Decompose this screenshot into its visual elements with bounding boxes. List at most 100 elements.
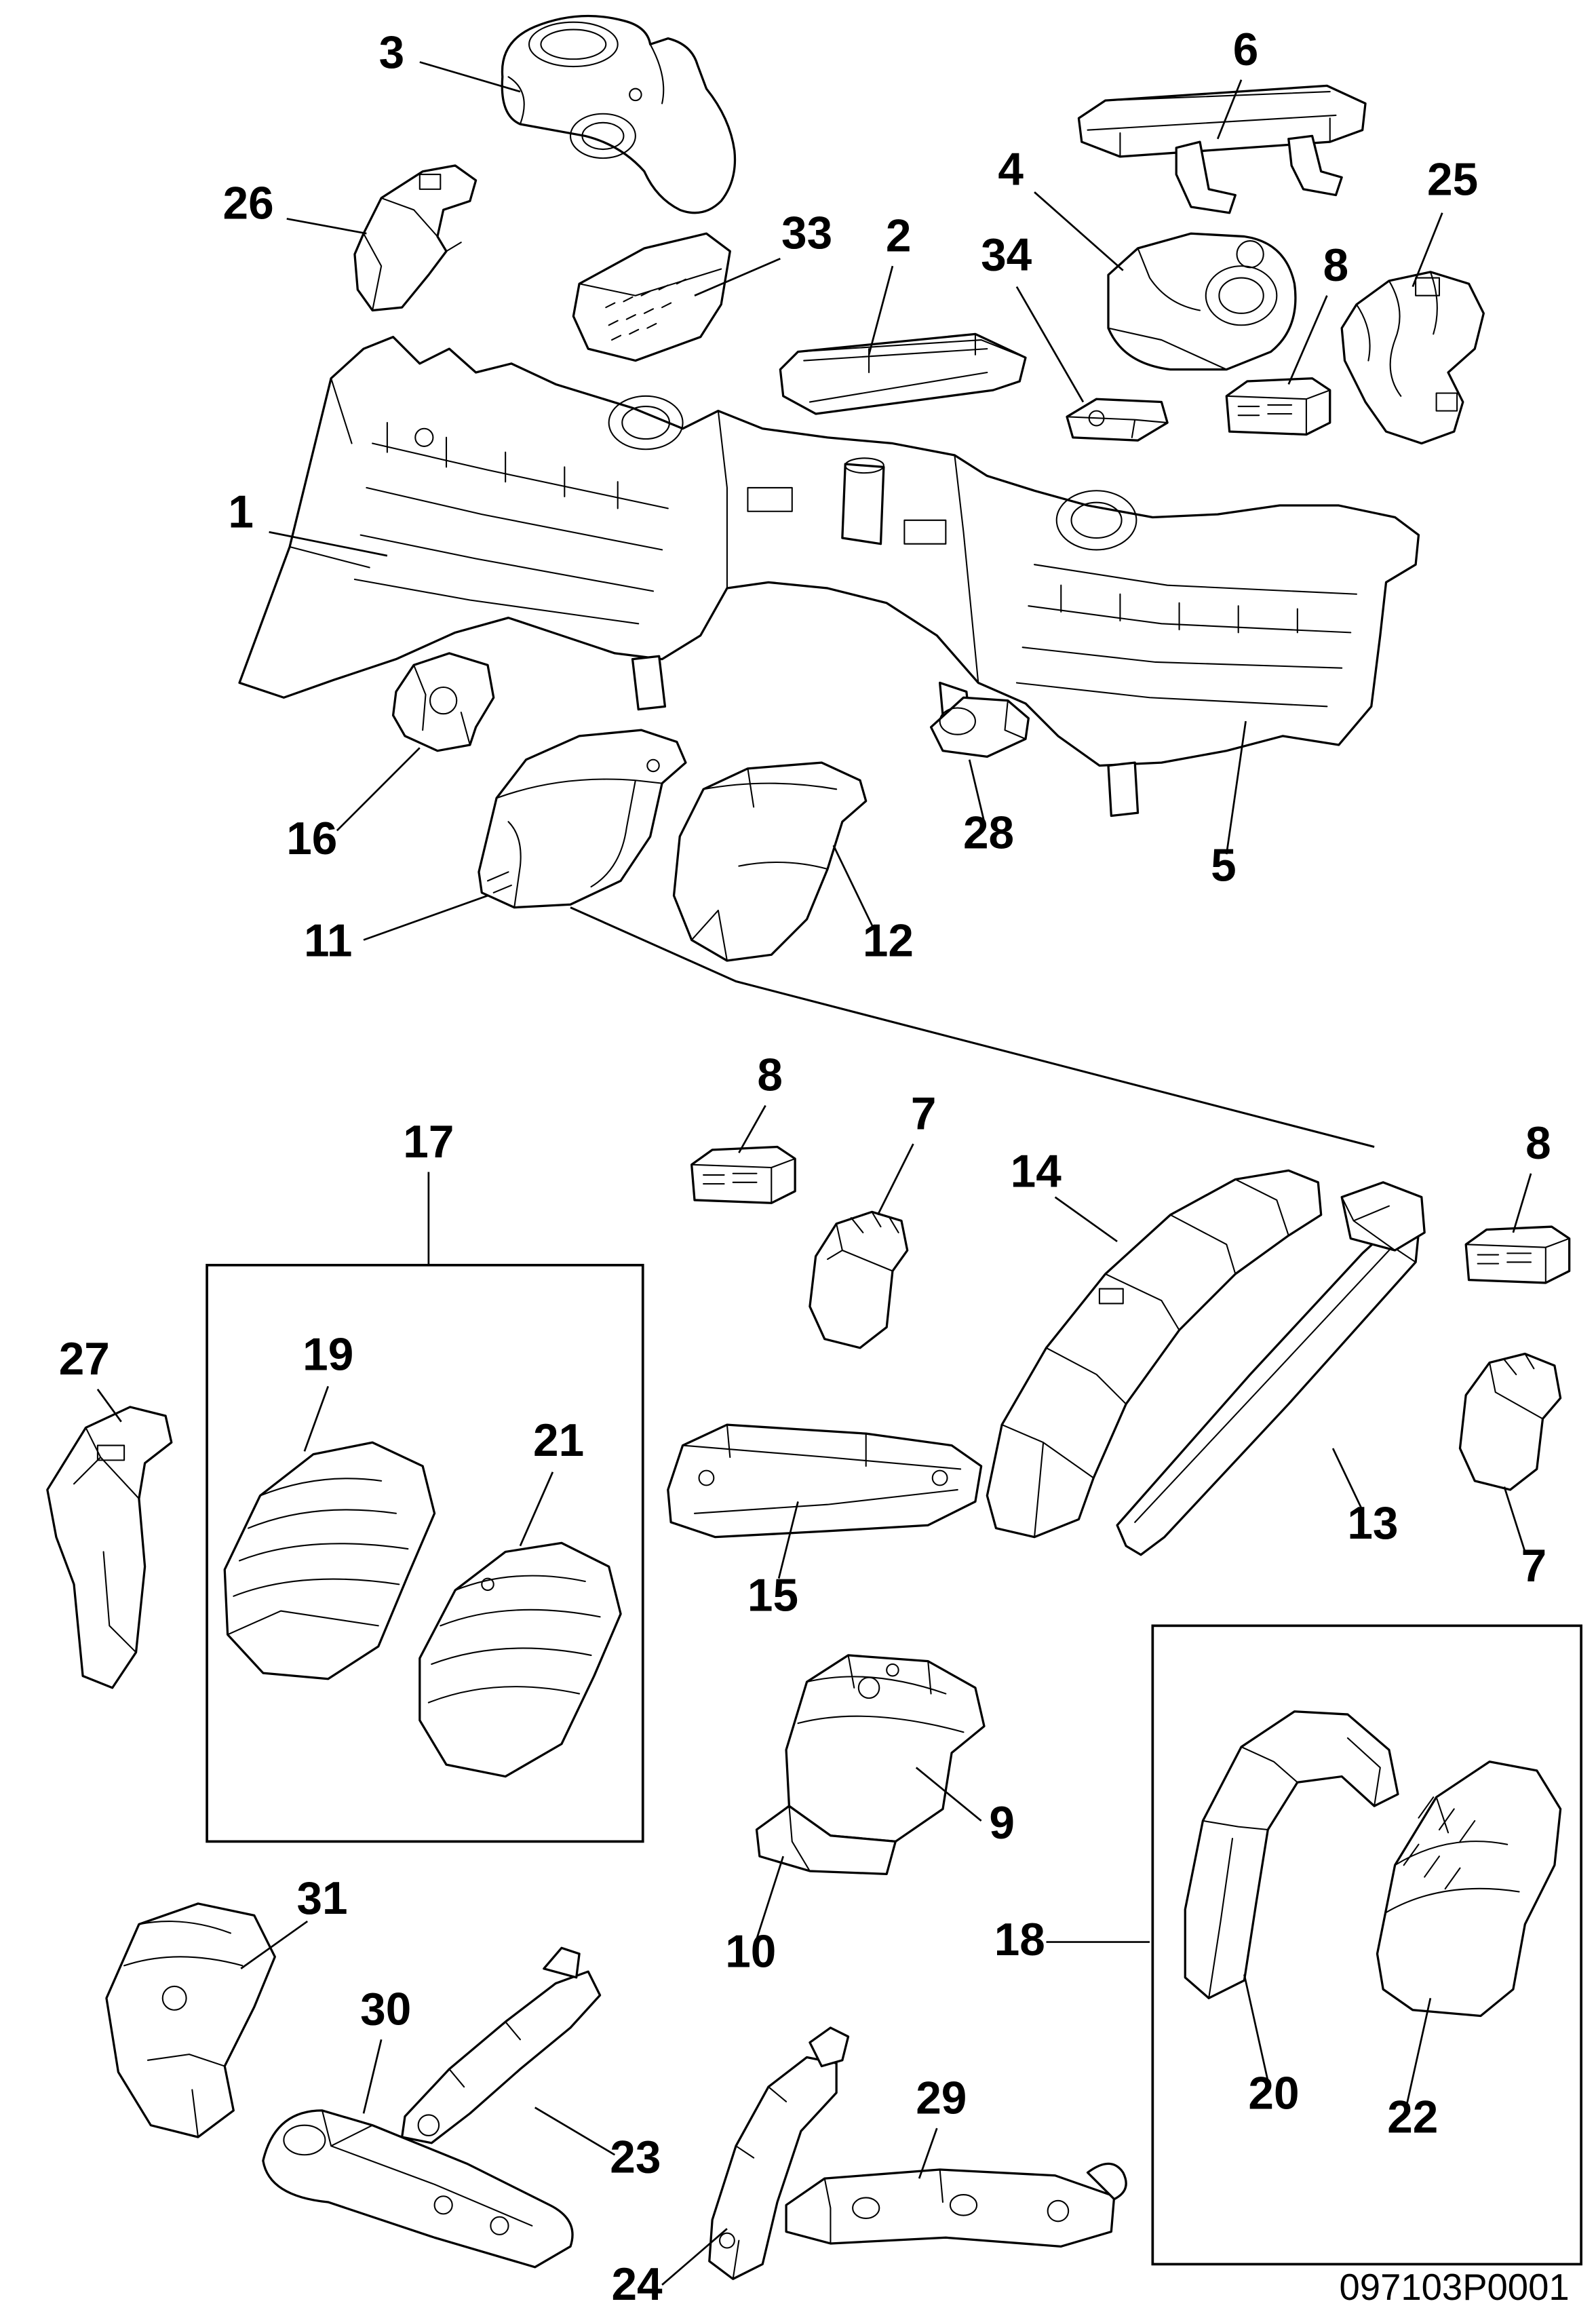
- part-28-drawing: [929, 696, 1030, 758]
- callout-leader-10-27: [756, 1855, 785, 1940]
- callout-leader-5-14: [1225, 720, 1247, 855]
- part-8-drawing-a: [1225, 377, 1331, 436]
- callout-leader-15-23: [777, 1501, 799, 1579]
- callout-label-1-9: 1: [228, 487, 254, 538]
- callout-label-8-15: 8: [757, 1050, 783, 1101]
- part-11-drawing: [478, 729, 687, 909]
- callout-leader-4-5: [1034, 191, 1124, 271]
- callout-label-20-29: 20: [1248, 2068, 1299, 2119]
- callout-leader-27-22: [96, 1388, 122, 1423]
- callout-label-7-25: 7: [1521, 1541, 1547, 1592]
- callout-leader-24-35: [661, 2228, 728, 2286]
- callout-label-11-11: 11: [304, 915, 352, 966]
- callout-leader-20-29: [1243, 1974, 1269, 2081]
- part-19-drawing: [223, 1441, 436, 1680]
- callout-label-18-28: 18: [994, 1914, 1045, 1965]
- part-7b-drawing: [1458, 1352, 1562, 1491]
- part-15-drawing: [667, 1423, 983, 1539]
- callout-leader-30-32: [362, 2039, 383, 2114]
- callout-label-34-6: 34: [981, 230, 1032, 281]
- part-8-drawing-b: [690, 1145, 796, 1204]
- part-16-drawing: [391, 652, 495, 752]
- callout-leader-7-25: [1503, 1486, 1526, 1552]
- callout-label-16-10: 16: [286, 813, 337, 864]
- part-8-drawing-c: [1464, 1225, 1571, 1284]
- callout-label-3-0: 3: [379, 27, 405, 78]
- callout-label-12-12: 12: [863, 915, 914, 966]
- callout-label-33-2: 33: [781, 208, 832, 258]
- part-26-drawing: [353, 164, 478, 312]
- callout-label-31-31: 31: [296, 1873, 347, 1924]
- callout-label-25-8: 25: [1427, 155, 1478, 206]
- section-divider-line: [570, 906, 1375, 1148]
- callout-label-13-24: 13: [1347, 1498, 1398, 1549]
- part-34-drawing: [1066, 398, 1169, 442]
- part-27-drawing: [46, 1406, 173, 1689]
- callout-leader-16-10: [336, 747, 421, 832]
- part-1-5-main-panel-drawing: [238, 336, 1420, 817]
- part-7a-drawing: [809, 1210, 909, 1349]
- callout-leader-12-12: [832, 845, 876, 932]
- callout-leader-13-24: [1331, 1448, 1363, 1512]
- callout-label-23-33: 23: [610, 2132, 661, 2182]
- callout-label-26-1: 26: [223, 178, 274, 229]
- callout-label-28-13: 28: [963, 807, 1014, 858]
- group-box-17: [206, 1263, 644, 1843]
- part-20-drawing: [1184, 1710, 1399, 1999]
- callout-label-30-32: 30: [360, 1984, 411, 2035]
- part-24-drawing: [708, 2026, 850, 2280]
- part-9-10-drawing: [755, 1654, 986, 1875]
- callout-label-21-21: 21: [533, 1415, 584, 1466]
- callout-leader-23-33: [534, 2106, 616, 2156]
- callout-label-17-19: 17: [403, 1117, 454, 1168]
- callout-label-14-17: 14: [1011, 1146, 1062, 1197]
- callout-label-9-26: 9: [989, 1798, 1015, 1849]
- callout-leader-25-8: [1412, 212, 1443, 288]
- callout-label-27-22: 27: [59, 1334, 110, 1385]
- drawing-number: 097103P0001: [1340, 2267, 1570, 2308]
- callout-leader-3-0: [419, 61, 521, 93]
- callout-leader-29-34: [918, 2128, 938, 2179]
- callout-leader-2-3: [868, 265, 894, 355]
- callout-label-10-27: 10: [725, 1927, 776, 1978]
- part-6-drawing: [1077, 84, 1367, 214]
- callout-label-29-34: 29: [916, 2073, 967, 2123]
- callout-leader-1-9: [269, 531, 388, 557]
- callout-leader-8-18: [1512, 1173, 1532, 1233]
- part-30-drawing: [262, 2109, 574, 2269]
- callout-leader-9-26: [915, 1767, 982, 1822]
- callout-label-15-23: 15: [747, 1571, 798, 1621]
- part-12-drawing: [672, 761, 868, 962]
- callout-label-4-5: 4: [998, 144, 1024, 195]
- callout-leader-26-1: [286, 218, 367, 235]
- callout-label-6-4: 6: [1233, 24, 1259, 75]
- callout-leader-11-11: [363, 894, 488, 941]
- part-33-drawing: [572, 232, 731, 362]
- part-25-drawing: [1340, 271, 1485, 445]
- part-29-drawing: [785, 2162, 1127, 2248]
- callout-leader-7-16: [876, 1143, 914, 1216]
- callout-label-2-3: 2: [886, 210, 912, 261]
- callout-label-8-18: 8: [1525, 1118, 1551, 1169]
- part-31-drawing: [105, 1902, 276, 2138]
- callout-leader-6-4: [1216, 79, 1243, 140]
- part-21-drawing: [419, 1541, 622, 1778]
- callout-label-5-14: 5: [1211, 840, 1237, 891]
- callout-leader-14-17: [1054, 1196, 1118, 1243]
- callout-leader-34-6: [1015, 286, 1085, 403]
- callout-label-7-16: 7: [911, 1088, 937, 1139]
- part-2-drawing: [779, 332, 1027, 415]
- callout-label-22-30: 22: [1387, 2092, 1438, 2143]
- part-14-drawing: [986, 1169, 1323, 1539]
- callout-leader-31-31: [240, 1920, 309, 1969]
- callout-leader-19-20: [303, 1385, 330, 1452]
- callout-label-8-7: 8: [1323, 240, 1349, 291]
- callout-leader-28-13: [968, 759, 986, 822]
- part-3-drawing: [501, 14, 737, 214]
- part-4-drawing: [1107, 232, 1297, 371]
- callout-label-24-35: 24: [611, 2259, 663, 2310]
- part-13-drawing: [1116, 1181, 1426, 1556]
